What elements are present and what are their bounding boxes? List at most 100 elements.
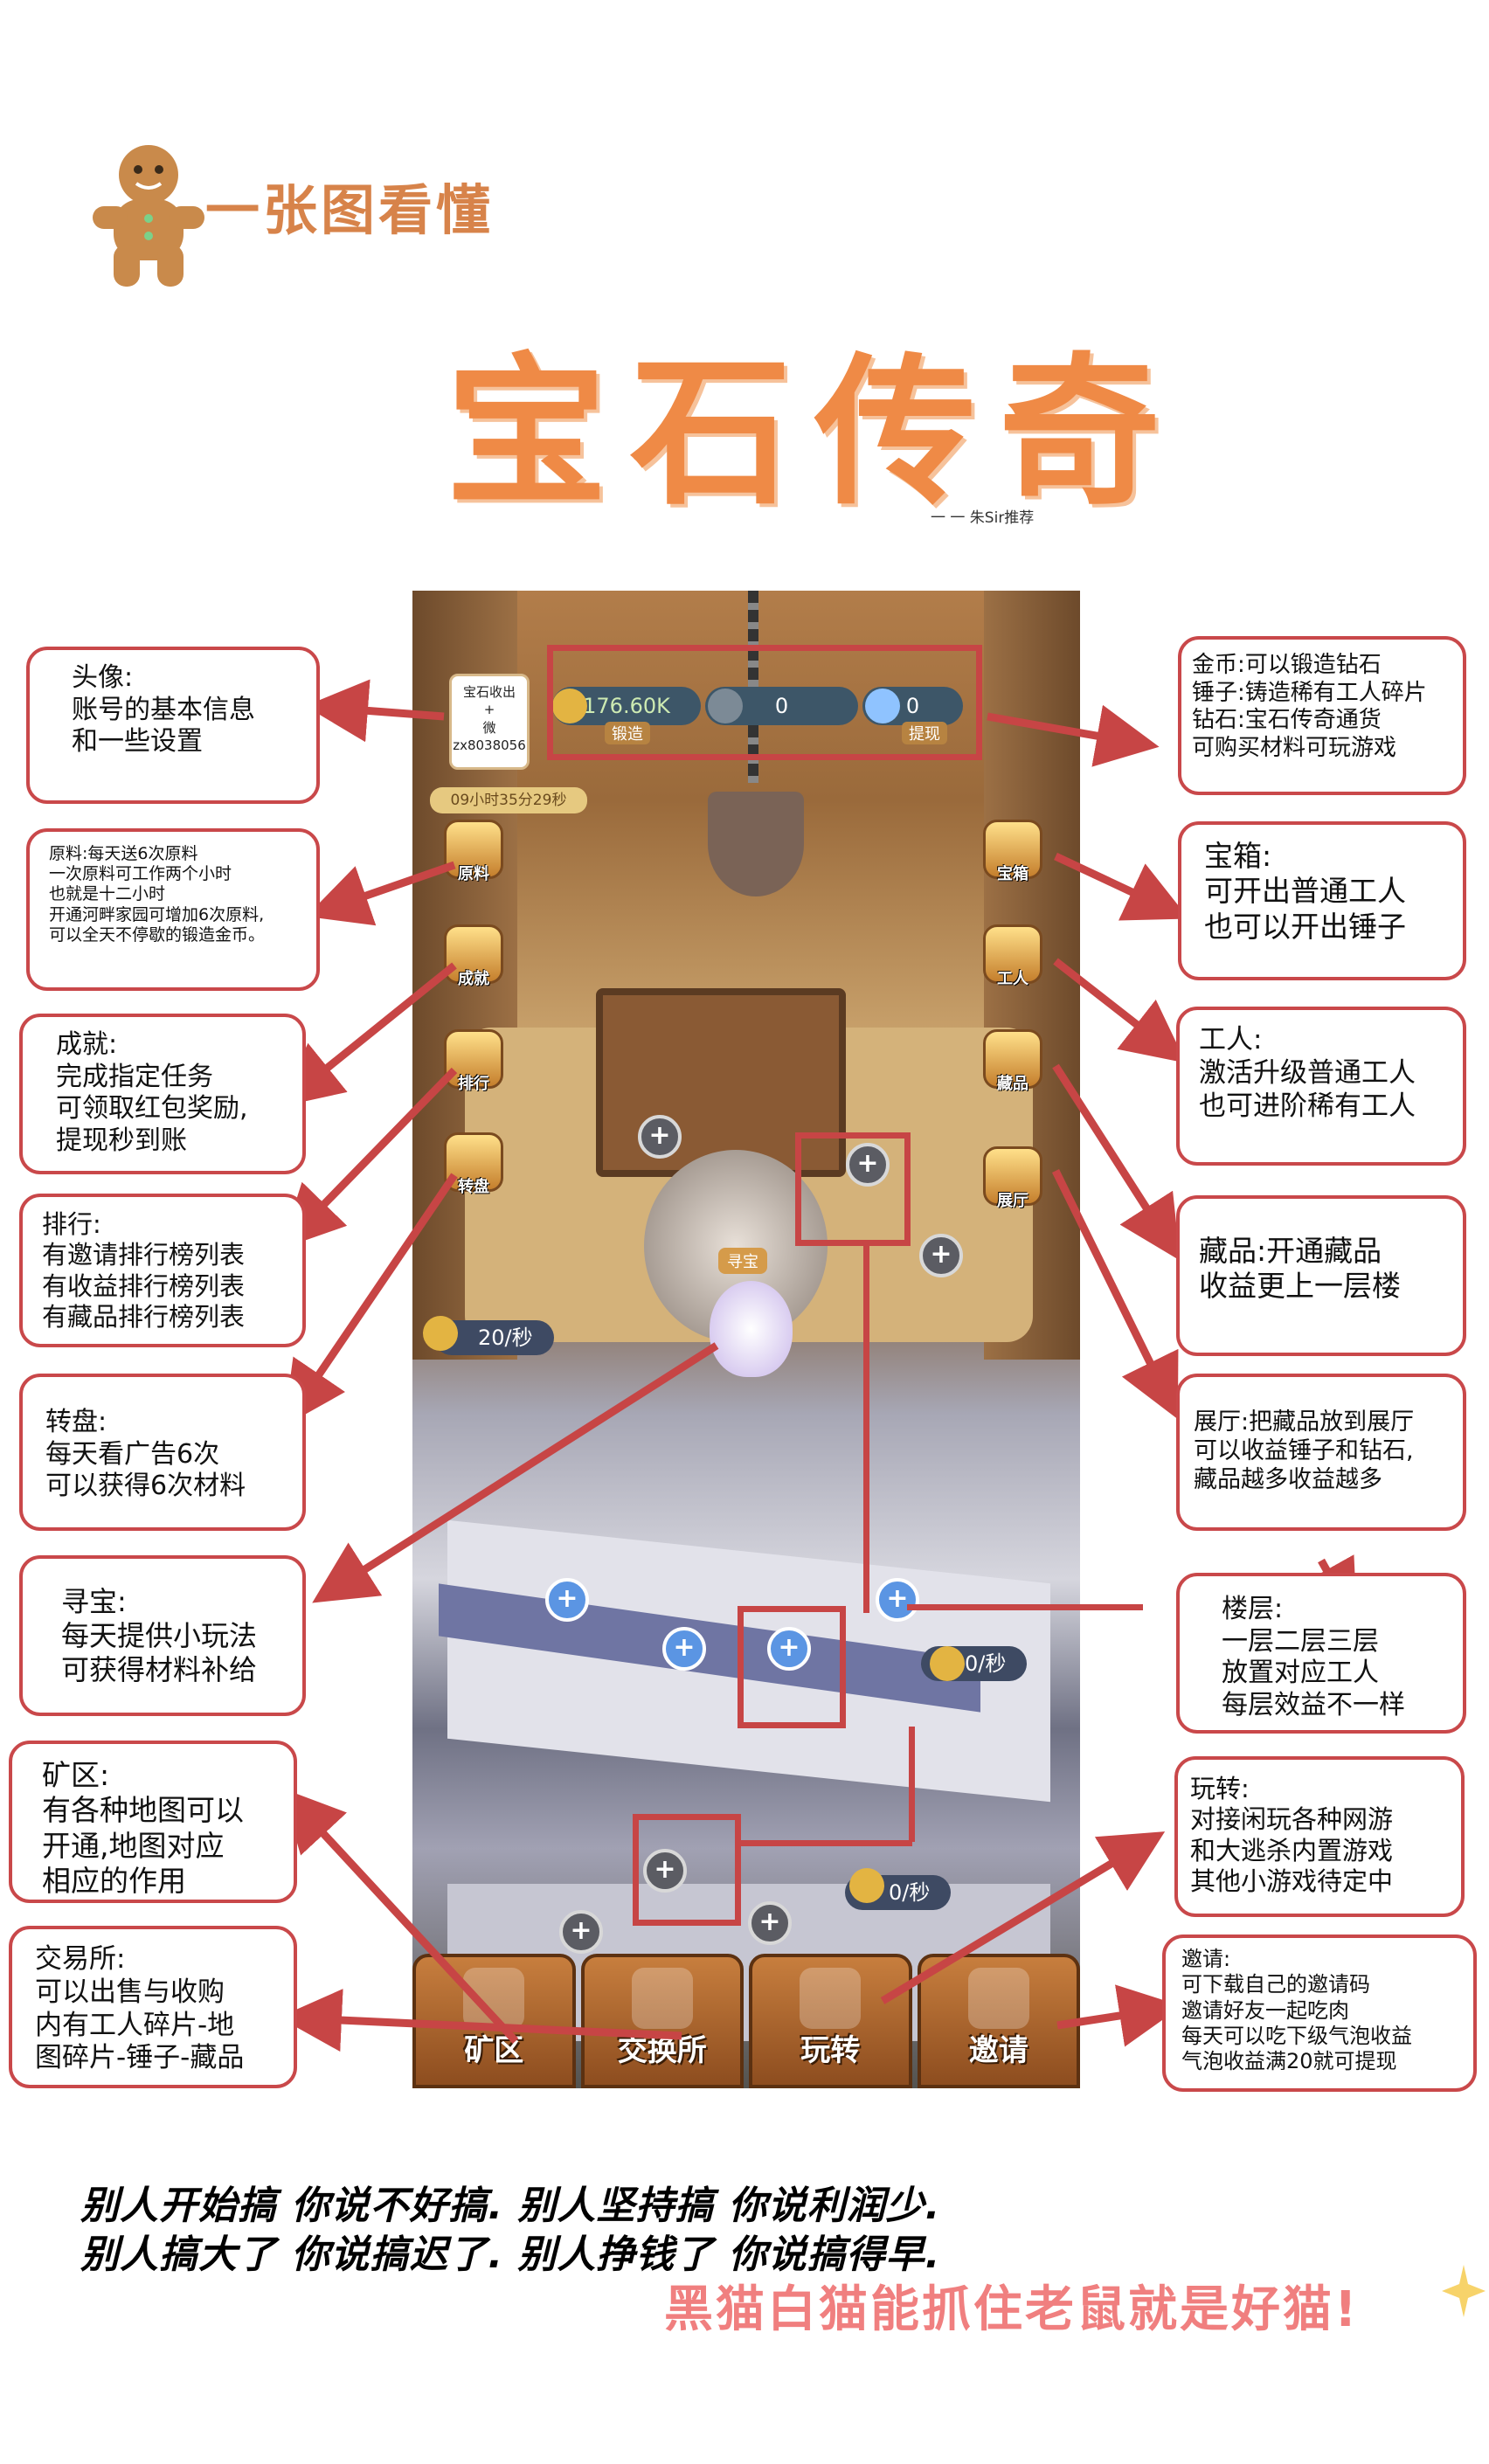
note-line: 成就:	[56, 1029, 118, 1060]
note-line: 可获得材料补给	[61, 1653, 258, 1687]
highlight-floor2-slot	[738, 1606, 846, 1728]
nav-exchange-label: 交换所	[617, 2033, 707, 2068]
gift-icon	[967, 1968, 1029, 2029]
note-line: 排行:	[42, 1209, 101, 1239]
note-line: 金币:可以锻造钻石	[1192, 652, 1382, 678]
note-line: 工人:	[1199, 1024, 1263, 1056]
forge-label[interactable]: 锻造	[605, 722, 650, 744]
note-line: 完成指定任务	[56, 1061, 213, 1092]
note-line: 可以出售与收购	[35, 1976, 225, 2008]
connector-line	[863, 1244, 869, 1613]
worker-slot-plus-icon[interactable]: +	[876, 1578, 919, 1622]
note-line: 其他小游戏待定中	[1190, 1866, 1394, 1897]
note-line: 玩转:	[1190, 1774, 1250, 1803]
worker-slot-plus-icon[interactable]: +	[643, 1849, 687, 1893]
highlight-floor3-slot	[633, 1814, 741, 1926]
note-currency: 金币:可以锻造钻石 锤子:铸造稀有工人碎片 钻石:宝石传奇通货 可购买材料可玩游…	[1178, 636, 1466, 795]
note-line: 开通,地图对应	[42, 1828, 225, 1863]
note-line: 可下载自己的邀请码	[1181, 1972, 1370, 1997]
gold-coin-icon	[552, 689, 587, 723]
note-avatar: 头像: 账号的基本信息 和一些设置	[26, 647, 320, 804]
bottom-nav: 矿区 交换所 玩转 邀请	[412, 1954, 1080, 2088]
worker-slot-plus-icon[interactable]: +	[846, 1143, 890, 1187]
app-screenshot: 寻宝 176.60K 锻造 0 0 提现 宝石收出 + 微 zx8038056 …	[412, 591, 1080, 2088]
credit-text: 一 一 朱Sir推荐	[931, 509, 1035, 527]
note-line: 展厅:把藏品放到展厅	[1194, 1408, 1415, 1436]
note-line: 交易所:	[35, 1943, 126, 1975]
nav-exchange[interactable]: 交换所	[580, 1954, 744, 2088]
materials-label: 原料	[458, 865, 489, 883]
worker-slot-plus-icon[interactable]: +	[919, 1234, 963, 1277]
claw-machine	[708, 792, 804, 896]
note-line: 邀请好友一起吃肉	[1181, 1997, 1349, 2023]
note-line: 也就是十二小时	[49, 884, 166, 904]
gold-value: 176.60K	[583, 694, 670, 718]
withdraw-label[interactable]: 提现	[902, 722, 947, 744]
chest-label: 宝箱	[997, 865, 1028, 883]
gingerbread-logo-icon	[93, 145, 204, 287]
note-line: 内有工人碎片-地	[35, 2009, 235, 2041]
worker-slot-plus-icon[interactable]: +	[748, 1901, 792, 1945]
note-line: 每天可以吃下级气泡收益	[1181, 2023, 1412, 2048]
gold-coin-icon	[930, 1646, 965, 1681]
note-line: 楼层:	[1222, 1594, 1284, 1624]
note-line: 头像:	[72, 662, 134, 693]
note-line: 锤子:铸造稀有工人碎片	[1192, 679, 1427, 706]
achievement-button[interactable]: 成就	[443, 924, 504, 1000]
note-material: 原料:每天送6次原料 一次原料可工作两个小时 也就是十二小时 开通河畔家园可增加…	[26, 828, 320, 991]
ranking-button[interactable]: 排行	[443, 1029, 504, 1104]
note-line: 图碎片-锤子-藏品	[35, 2042, 245, 2074]
connector-line	[907, 1604, 1143, 1610]
nav-play-label: 玩转	[800, 2033, 861, 2068]
avatar-line: +	[483, 702, 495, 718]
treasure-label: 寻宝	[718, 1248, 767, 1274]
note-line: 有藏品排行榜列表	[42, 1302, 246, 1332]
note-invite: 邀请: 可下载自己的邀请码 邀请好友一起吃肉 每天可以吃下级气泡收益 气泡收益满…	[1162, 1935, 1477, 2092]
avatar-line: 微	[482, 719, 496, 736]
note-line: 相应的作用	[42, 1863, 186, 1898]
worker-slot-plus-icon[interactable]: +	[559, 1910, 603, 1954]
note-line: 藏品:开通藏品	[1199, 1234, 1382, 1268]
note-line: 账号的基本信息	[72, 694, 255, 725]
note-ranking: 排行: 有邀请排行榜列表 有收益排行榜列表 有藏品排行榜列表	[19, 1194, 306, 1347]
hall-label: 展厅	[997, 1192, 1028, 1210]
avatar[interactable]: 宝石收出 + 微 zx8038056	[449, 674, 530, 770]
gold-coin-icon	[849, 1868, 884, 1903]
hall-button[interactable]: 展厅	[982, 1146, 1043, 1222]
note-hall: 展厅:把藏品放到展厅 可以收益锤子和钻石, 藏品越多收益越多	[1176, 1374, 1466, 1531]
worker-slot-plus-icon[interactable]: +	[638, 1115, 682, 1159]
nav-invite-label: 邀请	[968, 2033, 1028, 2068]
note-line: 邀请:	[1181, 1947, 1231, 1971]
nav-invite[interactable]: 邀请	[917, 1954, 1080, 2088]
footer-line-2: 别人搞大了 你说搞迟了. 别人挣钱了 你说搞得早.	[80, 2232, 941, 2277]
note-line: 收益更上一层楼	[1199, 1269, 1401, 1304]
note-line: 每天看广告6次	[45, 1438, 220, 1470]
scroll-icon	[983, 1029, 1042, 1089]
note-line: 和大逃杀内置游戏	[1190, 1835, 1394, 1865]
note-line: 可以收益锤子和钻石,	[1194, 1436, 1414, 1464]
worker-button[interactable]: 工人	[982, 924, 1043, 1000]
note-line: 也可以开出锤子	[1204, 909, 1406, 944]
note-line: 激活升级普通工人	[1199, 1056, 1416, 1089]
connector-line	[739, 1840, 912, 1846]
collection-button[interactable]: 藏品	[982, 1029, 1043, 1104]
note-worker: 工人: 激活升级普通工人 也可进阶稀有工人	[1176, 1007, 1466, 1166]
note-line: 提现秒到账	[56, 1125, 187, 1156]
material-timer: 09小时35分29秒	[430, 787, 587, 813]
note-treasure: 寻宝: 每天提供小玩法 可获得材料补给	[19, 1555, 306, 1716]
helmet-icon	[983, 924, 1042, 984]
avatar-line: 宝石收出	[462, 684, 516, 700]
nav-play[interactable]: 玩转	[749, 1954, 912, 2088]
treasure-balloon[interactable]	[710, 1281, 793, 1377]
diamond-icon	[865, 689, 900, 723]
note-line: 气泡收益满20就可提现	[1181, 2049, 1397, 2074]
note-collection: 藏品:开通藏品 收益更上一层楼	[1176, 1195, 1466, 1356]
chest-button[interactable]: 宝箱	[982, 820, 1043, 895]
worker-slot-plus-icon[interactable]: +	[545, 1578, 589, 1622]
wheel-label: 转盘	[458, 1178, 489, 1196]
worker-slot-plus-icon[interactable]: +	[662, 1627, 706, 1671]
note-line: 有收益排行榜列表	[42, 1270, 246, 1301]
worker-slot-plus-icon[interactable]: +	[767, 1627, 811, 1671]
highlight-floor1-slot	[795, 1132, 911, 1246]
